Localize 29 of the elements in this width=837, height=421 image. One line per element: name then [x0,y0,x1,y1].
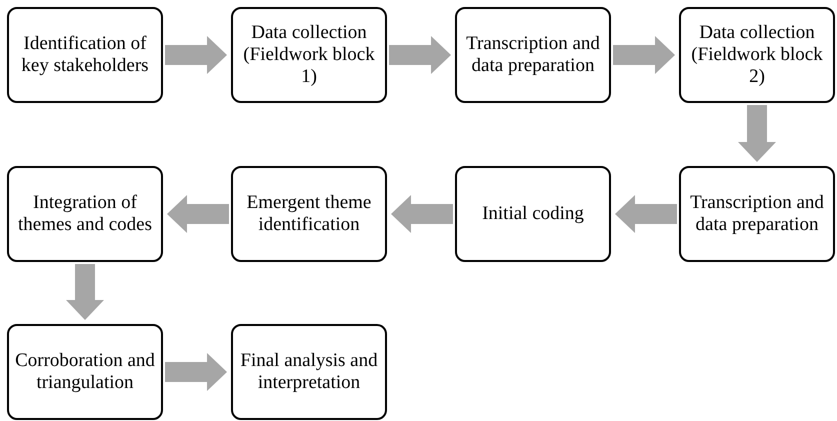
step-label: Transcription and data preparation [465,33,601,77]
block-arrow [738,105,776,162]
process-box [679,166,835,262]
block-arrow [165,353,227,391]
step-label: Emergent theme identification [246,192,372,236]
process-box [231,7,387,103]
block-arrow [389,36,451,74]
process-box [7,324,163,420]
block-arrow [613,36,675,74]
step-label: Data collection (Fieldwork block 1) [242,22,376,88]
step-label: Final analysis and interpretation [239,350,379,394]
process-box [679,7,835,103]
block-arrow [391,195,453,233]
step-label: Corroboration and triangulation [14,350,156,394]
step-label: Identification of key stakeholders [20,33,150,77]
process-box [455,166,611,262]
block-arrow [167,195,229,233]
process-box [231,324,387,420]
step-label: Initial coding [481,203,585,225]
block-arrow [66,264,104,320]
process-box [231,166,387,262]
step-label: Integration of themes and codes [16,192,153,236]
process-box [7,7,163,103]
process-box [7,166,163,262]
block-arrow [165,36,227,74]
process-box [455,7,611,103]
block-arrow [615,195,677,233]
step-label: Transcription and data preparation [689,192,825,236]
step-label: Data collection (Fieldwork block 2) [690,22,824,88]
